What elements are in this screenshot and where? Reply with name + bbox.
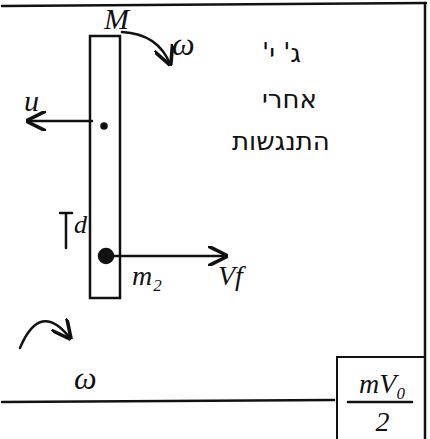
velocity-label: Vf <box>218 262 243 290</box>
velocity-label: u <box>24 86 39 116</box>
frame-right <box>424 3 427 439</box>
formula-text: mV₀ <box>359 370 406 398</box>
frame-bottom <box>2 400 334 402</box>
mass-label: m₂ <box>132 262 162 290</box>
note-text: אחרי <box>262 86 317 112</box>
center-dot <box>102 124 107 129</box>
velocity-arrow <box>114 255 226 258</box>
omega-label: ω <box>74 362 97 394</box>
note-text: ג' י' <box>262 40 301 66</box>
rotation-arrow <box>122 32 170 64</box>
velocity-arrow <box>28 120 92 123</box>
note-text: התנגשות <box>232 128 330 154</box>
formula-text: 2 <box>376 408 390 436</box>
ball <box>99 249 113 263</box>
rotation-arrow <box>20 321 70 348</box>
distance-label: d <box>74 212 87 238</box>
mass-label: M <box>104 4 129 34</box>
frame-top <box>2 3 426 6</box>
fraction-bar <box>348 401 412 404</box>
omega-label: ω <box>172 28 195 60</box>
value-box: mV₀ 2 <box>336 356 425 439</box>
distance-mark <box>60 213 72 248</box>
rod <box>90 36 120 298</box>
